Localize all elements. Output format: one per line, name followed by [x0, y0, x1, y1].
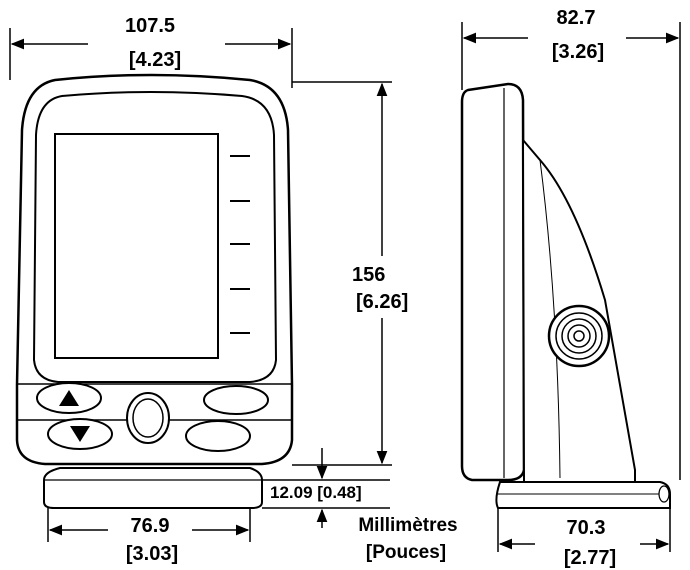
front-width-mm: 107.5 — [125, 15, 175, 37]
screen-ticks — [230, 155, 250, 334]
side-base-depth-mm: 70.3 — [567, 517, 606, 539]
side-depth-mm: 82.7 — [557, 7, 596, 29]
side-body — [460, 82, 526, 482]
screen — [54, 133, 219, 359]
mount-knob[interactable] — [547, 304, 611, 368]
down-button[interactable] — [47, 418, 113, 450]
side-view — [460, 82, 671, 509]
front-base — [43, 467, 263, 509]
front-base-width-mm: 76.9 — [131, 515, 170, 537]
height-mm: 156 — [352, 264, 385, 286]
height-in: [6.26] — [356, 291, 408, 313]
front-base-width-in: [3.03] — [126, 543, 178, 565]
right-bottom-button[interactable] — [185, 420, 251, 452]
units-legend-line1: Millimètres — [358, 515, 457, 536]
front-width-in: [4.23] — [129, 49, 181, 71]
up-button[interactable] — [36, 382, 102, 414]
right-top-button[interactable] — [203, 385, 269, 415]
up-arrow-icon — [59, 390, 79, 406]
side-base-depth-in: [2.77] — [564, 547, 616, 569]
side-base — [495, 481, 671, 509]
down-arrow-icon — [70, 426, 90, 442]
front-view — [15, 73, 294, 509]
base-height-label: 12.09 [0.48] — [270, 483, 362, 502]
dimension-lines — [9, 22, 681, 552]
side-depth-in: [3.26] — [552, 41, 604, 63]
units-legend-line2: [Pouces] — [366, 542, 446, 563]
